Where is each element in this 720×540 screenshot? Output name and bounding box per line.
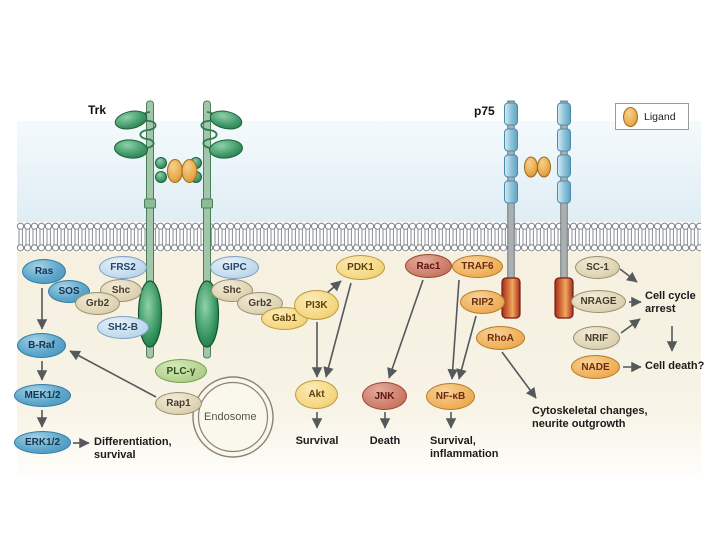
ligand-legend-label: Ligand <box>644 110 676 123</box>
node-traf6: TRAF6 <box>452 255 503 278</box>
trk-receptor-label: Trk <box>88 103 107 117</box>
endosome-vesicle <box>192 376 274 458</box>
ligand-dimer-p75 <box>524 156 551 178</box>
pathway-arrows <box>36 268 678 449</box>
arrow-rhoa-to-cytoskeletal <box>501 351 537 399</box>
node-mek12: MEK1/2 <box>14 384 71 407</box>
node-sh2b: SH2-B <box>97 316 149 339</box>
node-gipc: GIPC <box>210 256 259 279</box>
node-plc-gamma: PLC-γ <box>155 359 207 383</box>
extracellular-region <box>17 121 701 237</box>
node-nade: NADE <box>571 355 620 379</box>
outcome-cell-death: Cell death? <box>645 360 705 372</box>
outcome-cell-cycle-arrest: Cell cycle arrest <box>645 290 696 315</box>
ligand-icon <box>623 106 638 127</box>
ligand-legend: Ligand <box>615 103 689 130</box>
node-grb2-left: Grb2 <box>75 292 120 315</box>
trk-kinase-domain <box>194 280 220 348</box>
node-erk12: ERK1/2 <box>14 431 71 454</box>
node-rhoa: RhoA <box>476 326 525 350</box>
outcome-differentiation-survival: Differentiation, survival <box>94 436 172 461</box>
node-rip2: RIP2 <box>460 290 505 314</box>
p75-death-domain <box>554 277 574 319</box>
arrow-rap1-to-braf <box>69 350 157 398</box>
node-nfkb: NF-κB <box>426 383 475 410</box>
arrow-traf6-to-nfkb <box>447 279 460 380</box>
node-nrage: NRAGE <box>571 290 626 313</box>
outcome-death: Death <box>369 435 401 447</box>
trk-receptor-left-chain <box>114 100 167 359</box>
outcome-survival: Survival <box>295 435 339 447</box>
arrow-rac1-to-jnk <box>387 279 424 379</box>
arrow-sc1-to-arrest <box>619 268 638 283</box>
outcome-survival-inflammation: Survival, inflammation <box>430 435 499 460</box>
node-sc1: SC-1 <box>575 256 620 279</box>
arrow-nrif-to-arrest <box>620 318 641 334</box>
node-pdk1: PDK1 <box>336 255 385 280</box>
node-jnk: JNK <box>362 382 407 410</box>
node-akt: Akt <box>295 380 338 409</box>
node-rac1: Rac1 <box>405 254 452 278</box>
p75-receptor-label: p75 <box>474 104 495 118</box>
node-braf: B-Raf <box>17 333 66 358</box>
node-pi3k: PI3K <box>294 290 339 320</box>
arrow-pdk1-to-akt <box>323 282 352 378</box>
arrow-rip2-to-nfkb <box>456 315 477 380</box>
node-nrif: NRIF <box>573 326 620 350</box>
node-rap1: Rap1 <box>155 392 202 415</box>
node-ras: Ras <box>22 259 66 284</box>
outcome-cytoskeletal-changes: Cytoskeletal changes, neurite outgrowth <box>532 405 648 430</box>
plasma-membrane <box>17 222 701 252</box>
p75-receptor-right-chain <box>554 100 574 319</box>
p75-death-domain <box>501 277 521 319</box>
endosome-label: Endosome <box>204 411 257 423</box>
arrow-pi3k-to-pdk1 <box>326 280 342 294</box>
node-frs2: FRS2 <box>99 256 147 279</box>
trk-receptor-right-chain <box>190 100 243 359</box>
ligand-dimer-trk <box>167 159 198 183</box>
